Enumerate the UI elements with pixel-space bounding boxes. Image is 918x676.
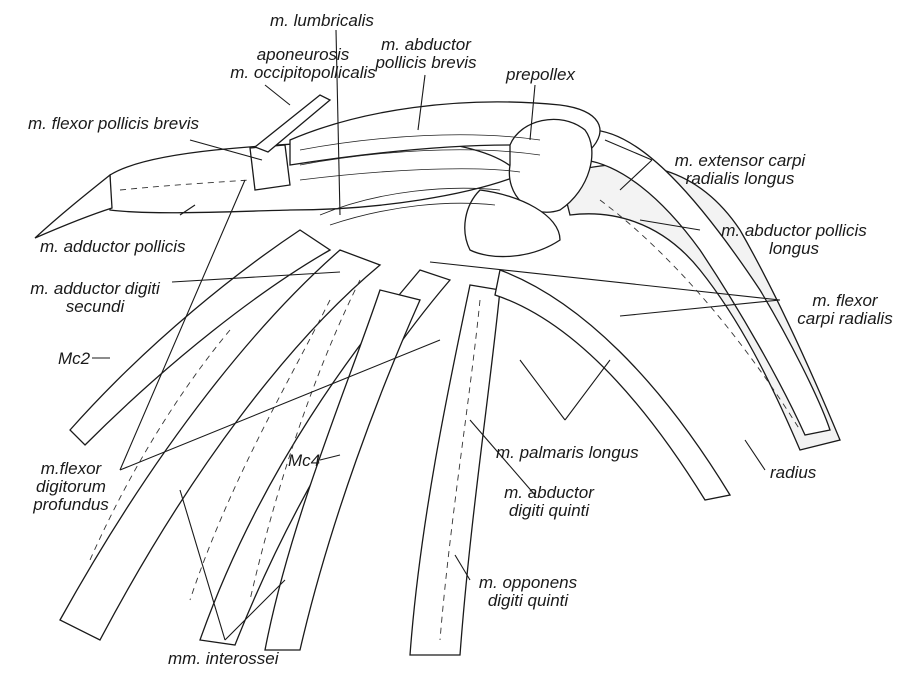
radius-bone (559, 163, 841, 451)
label-palmaris-longus: m. palmaris longus (496, 443, 639, 462)
abductor-pollicis-longus-shape (584, 129, 831, 436)
label-abductor-digiti-quinti: m. abductor digiti quinti (494, 484, 604, 520)
thumb-claw (34, 173, 113, 239)
label-adductor-digiti-line2: secundi (65, 297, 125, 316)
label-mc2: Mc2 (58, 349, 91, 368)
label-adductor-digiti-secundi: m. adductor digiti secundi (10, 280, 180, 316)
palmaris-band (494, 269, 732, 501)
label-abductor-pollicis-brevis-line2: pollicis brevis (375, 53, 477, 72)
abductor-pollicis-brevis-shape (289, 101, 601, 166)
label-flexor-carpi-radialis: m. flexor carpi radialis (782, 292, 908, 328)
leader-lumbricalis (335, 29, 341, 216)
label-lumbricalis: m. lumbricalis (270, 11, 374, 30)
flexor-carpi-radialis-shape (464, 189, 561, 258)
label-aponeurosis-line1: aponeurosis (256, 45, 350, 64)
leader-flexor-digitorum (119, 179, 441, 471)
mc4-bone (264, 289, 421, 651)
leader-opponens (454, 554, 471, 581)
flexor-pollicis-brevis-band (249, 144, 291, 191)
label-abductor-pollicis-longus-line1: m. abductor pollicis (721, 221, 867, 240)
leader-adductor-digiti (171, 271, 341, 283)
label-abductor-pollicis-longus-line2: longus (768, 239, 820, 258)
leader-flexor-brevis (189, 139, 263, 161)
leader-adductor-pollicis (179, 204, 196, 216)
label-flexor-digitorum-profundus: m.flexor digitorum profundus (20, 460, 122, 514)
label-adductor-digiti-line1: m. adductor digiti (30, 279, 160, 298)
label-extensor-carpi-radialis-longus: m. extensor carpi radialis longus (650, 152, 830, 188)
label-flexor-digitorum-line1: m.flexor (40, 459, 102, 478)
label-opponens-line1: m. opponens (478, 573, 578, 592)
opponens-digiti-quinti-shape (409, 284, 501, 656)
label-extensor-carpi-line2: radialis longus (685, 169, 795, 188)
mc2-bone (69, 229, 332, 446)
label-abductor-digiti-quinti-line2: digiti quinti (508, 501, 590, 520)
label-mc4: Mc4 (288, 451, 321, 470)
label-abductor-pollicis-brevis: m. abductor pollicis brevis (367, 36, 485, 72)
label-prepollex: prepollex (506, 65, 575, 84)
label-abductor-pollicis-brevis-line1: m. abductor (381, 35, 471, 54)
label-abductor-pollicis-longus: m. abductor pollicis longus (704, 222, 884, 258)
leader-radius (744, 439, 766, 471)
leader-flexor-carpi (429, 261, 781, 317)
leader-abductor-brevis (417, 74, 426, 131)
label-adductor-pollicis: m. adductor pollicis (40, 237, 186, 256)
leader-abductor-longus (639, 219, 701, 231)
label-aponeurosis: aponeurosis m. occipitopollicalis (218, 46, 388, 82)
label-extensor-carpi-line1: m. extensor carpi (674, 151, 806, 170)
leader-extensor-carpi (604, 139, 653, 191)
leader-mc4 (319, 454, 341, 461)
leader-prepollex (529, 84, 536, 141)
leader-abductor-quinti (469, 419, 536, 496)
label-abductor-digiti-quinti-line1: m. abductor (504, 483, 594, 502)
flexor-digitorum-band (59, 249, 382, 641)
leader-aponeurosis (264, 84, 291, 106)
label-opponens-line2: digiti quinti (487, 591, 569, 610)
label-opponens-digiti-quinti: m. opponens digiti quinti (468, 574, 588, 610)
leader-palmaris (519, 359, 611, 421)
leader-interossei (179, 489, 286, 641)
label-flexor-carpi-line2: carpi radialis (797, 309, 893, 328)
label-flexor-carpi-line1: m. flexor (812, 291, 878, 310)
label-flexor-digitorum-line2: digitorum (36, 477, 106, 496)
aponeurosis-strip (253, 94, 332, 153)
label-aponeurosis-line2: m. occipitopollicalis (230, 63, 376, 82)
label-flexor-pollicis-brevis: m. flexor pollicis brevis (28, 114, 199, 133)
label-flexor-digitorum-line3: profundus (33, 495, 109, 514)
label-interossei: mm. interossei (168, 649, 279, 668)
label-radius: radius (770, 463, 817, 482)
